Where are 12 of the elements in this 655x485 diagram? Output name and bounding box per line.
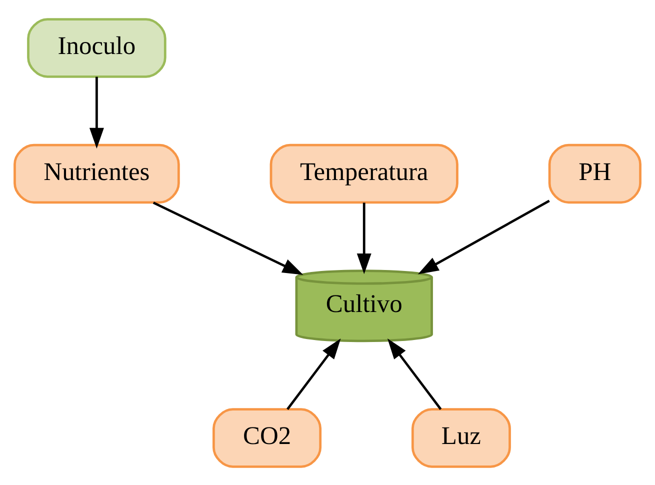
arrow (387, 338, 442, 410)
node-box: PH (548, 143, 642, 204)
arrow (356, 202, 372, 274)
node-box: Luz (411, 408, 511, 468)
node-box: Temperatura (270, 143, 458, 204)
arrow (152, 201, 304, 274)
node-box: Nutrientes (14, 143, 180, 204)
node-box: CO2 (212, 408, 322, 468)
arrow (89, 76, 104, 148)
arrow (418, 199, 550, 274)
arrow (286, 338, 341, 410)
node-box: Inoculo (27, 18, 166, 78)
